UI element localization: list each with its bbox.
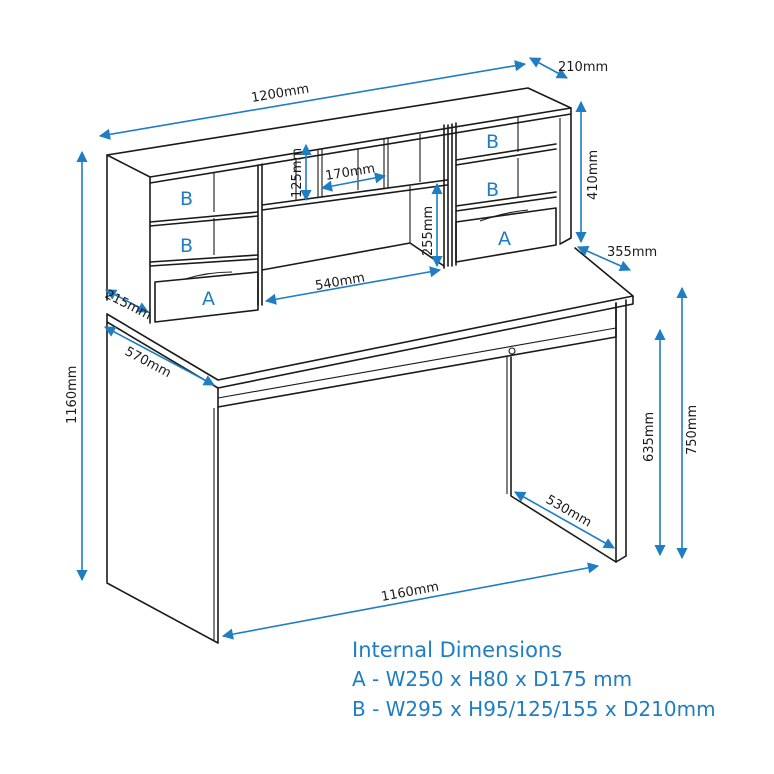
legend-title: Internal Dimensions bbox=[352, 638, 563, 662]
dim-shelf-width: 170mm bbox=[324, 161, 376, 184]
desk-body bbox=[106, 247, 634, 644]
dim-hutch-side-depth: 215mm bbox=[102, 287, 153, 323]
compartment-label-left-mid: B bbox=[180, 235, 193, 257]
compartment-label-left-drawer: A bbox=[202, 288, 215, 310]
dim-desk-depth-right: 355mm bbox=[607, 245, 657, 260]
internal-dimensions-legend: Internal Dimensions A - W250 x H80 x D17… bbox=[352, 638, 716, 724]
dim-opening-height: 255mm bbox=[421, 206, 436, 256]
dim-desk-height: 750mm bbox=[685, 405, 700, 455]
legend-line-b: B - W295 x H95/125/155 x D210mm bbox=[352, 697, 716, 721]
dimension-lines bbox=[76, 57, 688, 640]
dim-hutch-depth: 210mm bbox=[558, 60, 608, 75]
dim-leg-height: 635mm bbox=[642, 412, 657, 462]
dim-hutch-height: 410mm bbox=[586, 150, 601, 200]
compartment-label-right-top: B bbox=[486, 131, 499, 153]
dim-shelf-gap: 125mm bbox=[290, 148, 305, 198]
compartment-label-right-drawer: A bbox=[498, 228, 511, 250]
compartment-label-left-top: B bbox=[180, 188, 193, 210]
dim-opening-width: 540mm bbox=[314, 270, 366, 293]
compartment-label-right-mid: B bbox=[486, 179, 499, 201]
dim-overall-height: 1160mm bbox=[65, 366, 80, 424]
legend-line-a: A - W250 x H80 x D175 mm bbox=[352, 667, 633, 691]
